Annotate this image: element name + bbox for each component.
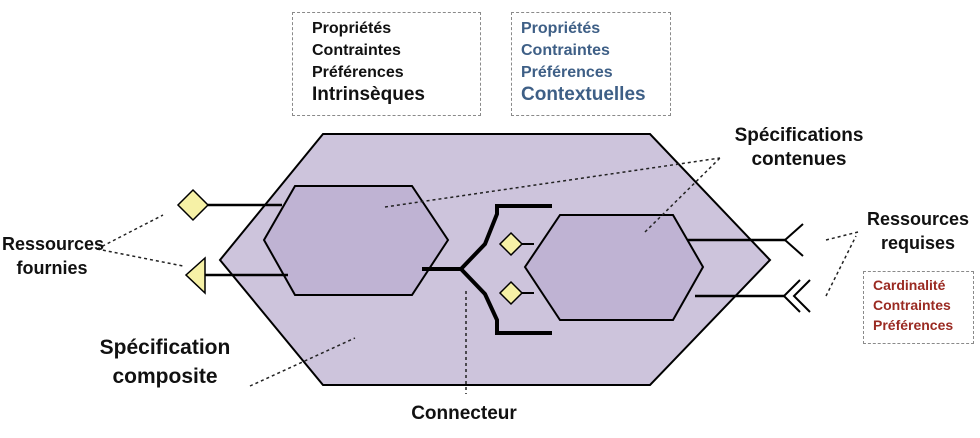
diamond-icon bbox=[176, 188, 210, 222]
intrinsic-line-1: Propriétés bbox=[312, 20, 392, 37]
intrinsic-line-4: Intrinsèques bbox=[312, 84, 425, 105]
required-resources-line-2: requises bbox=[880, 233, 956, 253]
leader-lines bbox=[96, 157, 859, 394]
required-attr-line-1: Cardinalité bbox=[873, 277, 946, 293]
required-resources-line-1: Ressources bbox=[866, 209, 970, 229]
intrinsic-line-3: Préférences bbox=[312, 64, 404, 81]
required-resources-label: Ressources requises bbox=[858, 207, 978, 255]
contained-specs-line-1: Spécifications bbox=[734, 125, 864, 146]
double-chevron-icon bbox=[782, 279, 811, 313]
contained-specs-label: Spécifications contenues bbox=[724, 124, 874, 172]
contextual-properties-box: Propriétés Contraintes Préférences Conte… bbox=[511, 12, 671, 116]
provided-resources-label: Ressources fournies bbox=[2, 232, 105, 280]
contained-spec-hexagon-right bbox=[523, 214, 705, 321]
composite-spec-label: Spécification composite bbox=[80, 333, 250, 391]
connector-label-text: Connecteur bbox=[411, 403, 517, 424]
provided-resources-line-1: Ressources bbox=[2, 234, 105, 254]
connector-diamond-icon-bottom bbox=[498, 280, 524, 306]
required-attr-line-3: Préférences bbox=[873, 317, 954, 333]
contained-specs-line-2: contenues bbox=[751, 149, 847, 170]
single-chevron-icon bbox=[783, 223, 804, 257]
composite-spec-line-1: Spécification bbox=[99, 336, 231, 359]
provided-resources-line-2: fournies bbox=[16, 258, 88, 278]
contextual-line-1: Propriétés bbox=[521, 20, 601, 37]
intrinsic-line-2: Contraintes bbox=[312, 42, 401, 59]
contextual-line-2: Contraintes bbox=[521, 42, 610, 59]
composite-spec-line-2: composite bbox=[112, 365, 218, 388]
triangle-icon bbox=[184, 256, 206, 295]
required-attributes-box: Cardinalité Contraintes Préférences bbox=[863, 271, 974, 344]
contextual-line-3: Préférences bbox=[521, 64, 613, 81]
connector-diamond-icon-top bbox=[498, 231, 524, 257]
contained-spec-hexagon-left bbox=[262, 185, 450, 296]
required-attr-line-2: Contraintes bbox=[873, 297, 951, 313]
intrinsic-properties-box: Propriétés Contraintes Préférences Intri… bbox=[292, 12, 481, 116]
contextual-line-4: Contextuelles bbox=[521, 84, 646, 105]
connector-label: Connecteur bbox=[399, 402, 529, 426]
